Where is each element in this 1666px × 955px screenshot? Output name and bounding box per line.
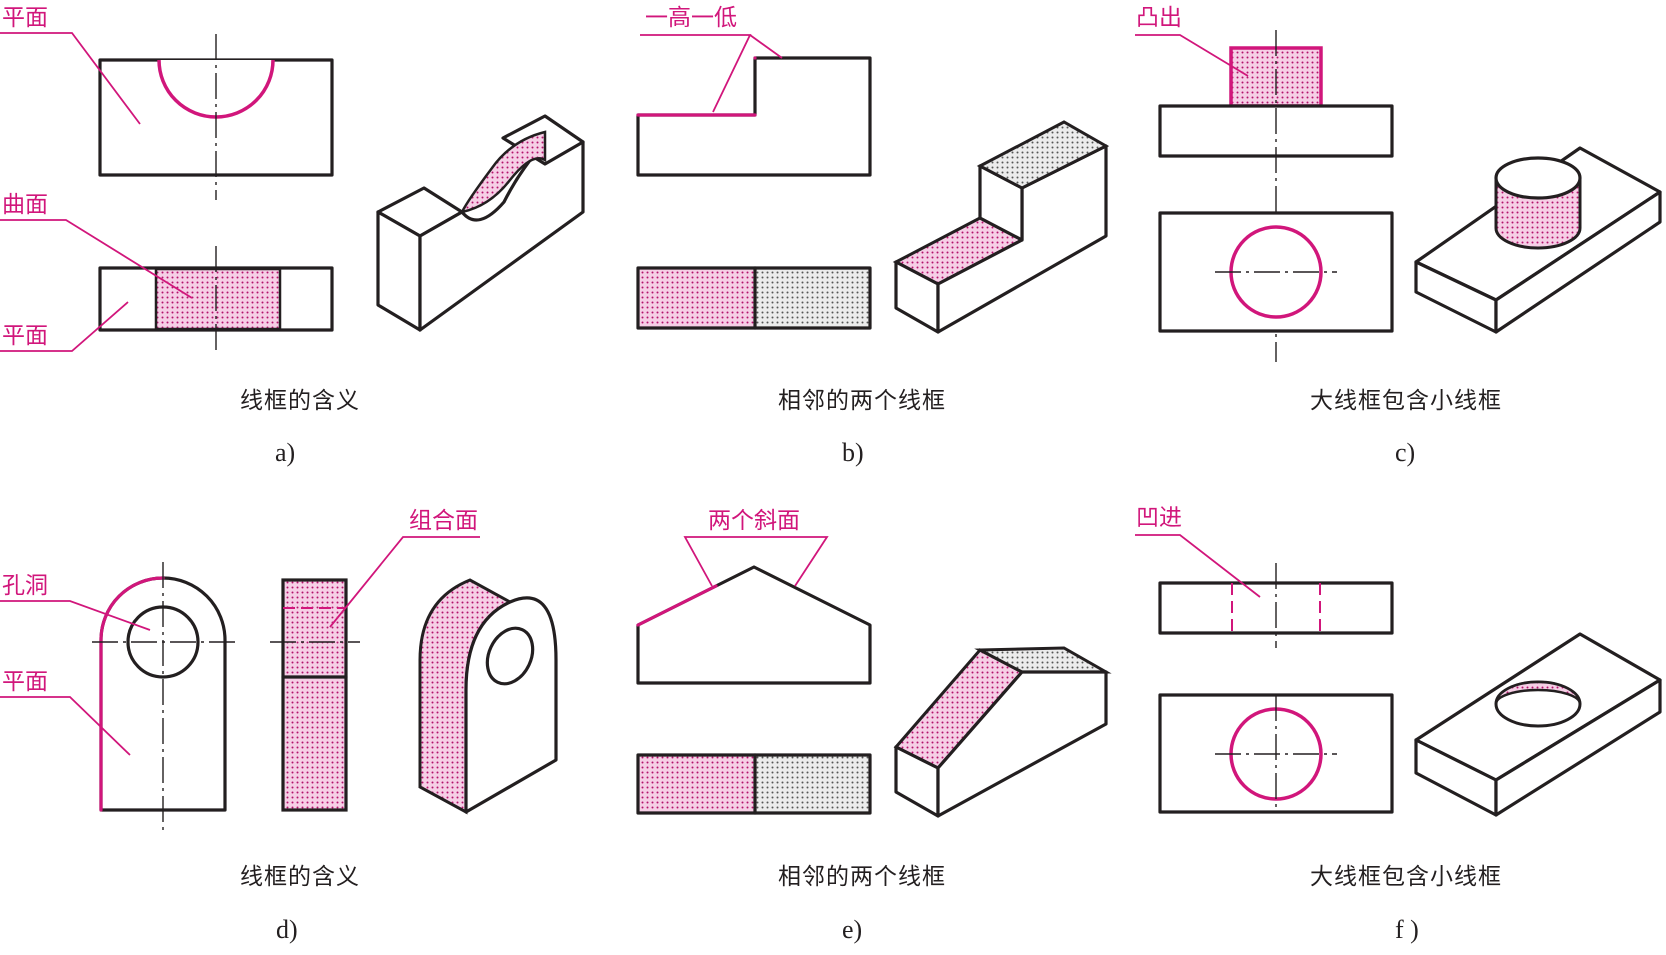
panel-e-caption: 相邻的两个线框 <box>778 864 946 890</box>
panel-a-leader-mid <box>0 219 193 299</box>
panel-c-sub: c) <box>1395 438 1415 467</box>
panel-f-leader <box>1135 534 1261 598</box>
panel-f-iso-recess-wall <box>1494 680 1582 705</box>
panel-f: 凹进 大线框包含小线框 f ) <box>1135 505 1662 944</box>
panel-d-sub: d) <box>276 915 298 944</box>
panel-a-leader-bot <box>0 301 129 352</box>
panel-e-leader <box>683 536 829 587</box>
panel-a-label-bot: 平面 <box>2 323 48 349</box>
panel-a-label-top: 平面 <box>2 5 48 31</box>
panel-e-iso-front <box>936 670 1108 818</box>
panel-b-sub: b) <box>842 438 864 467</box>
panel-a-iso-curved-face <box>459 130 547 214</box>
panel-d-caption: 线框的含义 <box>240 864 360 890</box>
panel-a: 平面 曲面 平面 线框的含义 a) <box>0 5 585 467</box>
panel-c-iso-boss-top <box>1494 156 1582 200</box>
panel-a-sub: a) <box>275 438 295 467</box>
panel-d-iso-hole <box>485 626 535 686</box>
panel-e-sub: e) <box>842 915 862 944</box>
panel-a-curved-face-fill <box>154 267 282 331</box>
panel-b-leader-2 <box>749 34 783 59</box>
panel-d-label-hole: 孔洞 <box>2 573 48 599</box>
panel-b-label-top: 一高一低 <box>645 5 737 31</box>
panel-d-leader-plane <box>0 696 131 756</box>
panel-b-caption: 相邻的两个线框 <box>778 388 946 414</box>
panel-b-leader-1 <box>640 34 752 113</box>
panel-e-front-view <box>636 565 872 685</box>
panel-e-label-top: 两个斜面 <box>708 508 800 534</box>
panel-b: 一高一低 相邻的两个线框 b) <box>636 5 1110 467</box>
panel-d-label-combo: 组合面 <box>409 508 478 534</box>
panel-e-slope-edge <box>636 584 718 627</box>
panel-b-iso-high-top <box>976 120 1110 190</box>
panel-a-caption: 线框的含义 <box>240 388 360 414</box>
panel-a-leader-top <box>0 32 141 125</box>
panel-f-iso-front <box>1494 678 1662 817</box>
panel-d-label-plane: 平面 <box>2 669 48 695</box>
panel-d: 孔洞 平面 组合面 线框的含义 d) <box>0 508 558 944</box>
panel-b-low-face-fill <box>638 268 755 328</box>
panel-e-slope-2-fill <box>755 755 870 813</box>
panel-f-sub: f ) <box>1395 915 1419 944</box>
panel-f-caption: 大线框包含小线框 <box>1310 864 1502 890</box>
panel-c-leader <box>1135 34 1249 77</box>
panel-d-leader-hole <box>0 600 151 631</box>
panel-c-iso-front <box>1494 190 1662 334</box>
panel-c-label-top: 凸出 <box>1136 5 1182 31</box>
panel-d-plane-edge <box>99 576 165 812</box>
panel-f-label-top: 凹进 <box>1136 505 1182 531</box>
panel-d-leader-combo <box>329 536 480 628</box>
panel-c-caption: 大线框包含小线框 <box>1310 388 1502 414</box>
panel-e: 两个斜面 相邻的两个线框 e) <box>636 508 1112 944</box>
panel-b-high-face-fill <box>755 268 870 328</box>
panel-e-slope-1-fill <box>638 755 755 813</box>
panel-a-label-mid: 曲面 <box>2 192 48 218</box>
panel-c: 凸出 大线框包含小线框 c) <box>1135 5 1662 467</box>
panel-d-side-view <box>281 578 348 812</box>
